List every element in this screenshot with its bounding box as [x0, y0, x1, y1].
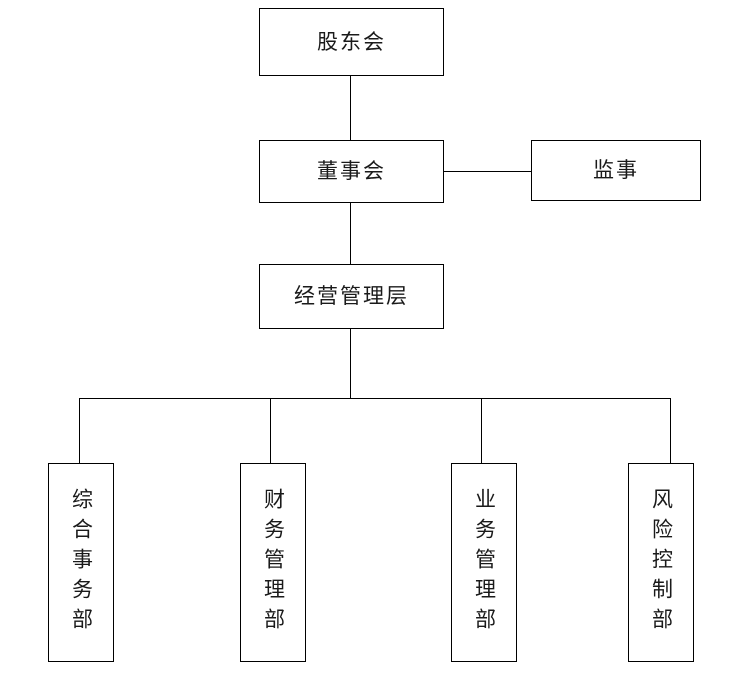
- org-node-label-finance: 财务管理部: [261, 487, 286, 638]
- org-node-label-risk-control: 风险控制部: [649, 487, 674, 638]
- connector-bus-to-risk-control: [670, 398, 671, 463]
- connector-department-bus: [79, 398, 671, 399]
- org-node-label-board: 董事会: [317, 159, 386, 184]
- org-node-label-business: 业务管理部: [472, 487, 497, 638]
- org-node-general-affairs[interactable]: 综合事务部: [48, 463, 114, 662]
- org-node-business[interactable]: 业务管理部: [451, 463, 517, 662]
- connector-bus-to-business: [481, 398, 482, 463]
- org-node-management[interactable]: 经营管理层: [259, 264, 444, 329]
- connector-bus-to-finance: [270, 398, 271, 463]
- org-node-risk-control[interactable]: 风险控制部: [628, 463, 694, 662]
- connector-shareholders-to-board: [350, 76, 351, 140]
- connector-management-to-bus: [350, 329, 351, 399]
- org-node-label-shareholders: 股东会: [317, 29, 386, 54]
- org-node-label-management: 经营管理层: [294, 284, 409, 309]
- connector-bus-to-general-affairs: [79, 398, 80, 463]
- org-node-label-supervisor: 监事: [593, 158, 639, 183]
- connector-board-to-supervisor: [444, 171, 532, 172]
- org-node-finance[interactable]: 财务管理部: [240, 463, 306, 662]
- org-node-supervisor[interactable]: 监事: [531, 140, 701, 201]
- org-node-label-general-affairs: 综合事务部: [69, 487, 94, 638]
- connector-board-to-management: [350, 203, 351, 264]
- org-node-board[interactable]: 董事会: [259, 140, 444, 203]
- org-node-shareholders[interactable]: 股东会: [259, 8, 444, 76]
